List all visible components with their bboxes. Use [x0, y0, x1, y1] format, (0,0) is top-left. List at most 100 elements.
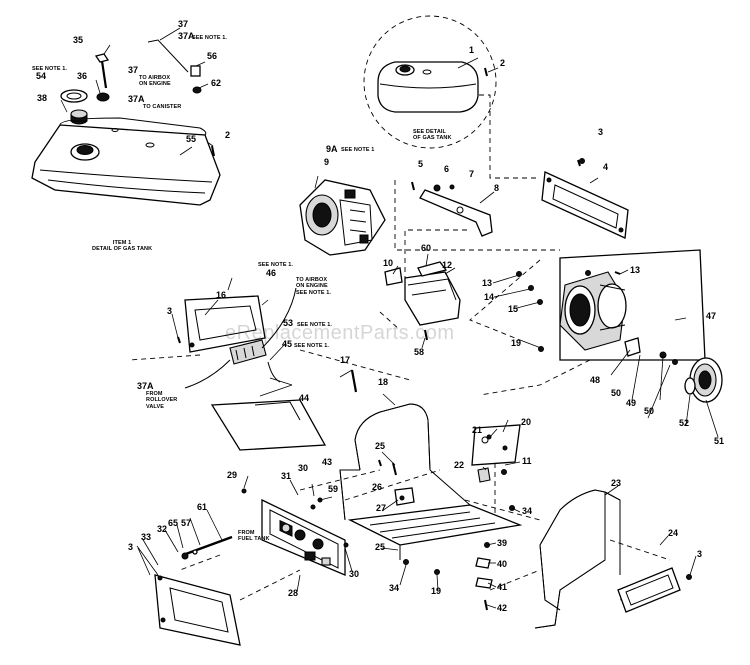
callout-6: 6 — [444, 164, 450, 174]
callout-35: 35 — [73, 35, 84, 45]
callout-34: 34 — [522, 506, 533, 516]
callout-24: 24 — [668, 528, 679, 538]
callout-36: 36 — [77, 71, 88, 81]
bracket-8 — [411, 181, 493, 237]
leader-lines — [60, 27, 719, 609]
callout-28: 28 — [288, 588, 299, 598]
callout-30: 30 — [298, 463, 309, 473]
callout-30: 30 — [349, 569, 360, 579]
callout-60: 60 — [421, 243, 432, 253]
callout-57: 57 — [181, 518, 192, 528]
callout-14: 14 — [484, 292, 495, 302]
callout-10: 10 — [383, 258, 394, 268]
callout-37: 37 — [128, 65, 139, 75]
callout-4: 4 — [603, 162, 609, 172]
callout-3: 3 — [598, 127, 604, 137]
callout-46: 46 — [266, 268, 277, 278]
callout-32: 32 — [157, 524, 168, 534]
callout-25: 25 — [375, 542, 386, 552]
callout-13: 13 — [482, 278, 493, 288]
note-to-airbox-on-engine: TO AIRBOX ON ENGINE — [139, 75, 171, 88]
callout-21: 21 — [472, 425, 483, 435]
bracket-4 — [541, 159, 629, 239]
callout-12: 12 — [442, 260, 453, 270]
frame-18 — [339, 369, 523, 560]
callout-45: 45 — [282, 339, 293, 349]
callout-27: 27 — [376, 503, 387, 513]
engine-9 — [299, 179, 386, 256]
small-fasteners — [403, 158, 591, 575]
callout-31: 31 — [281, 471, 292, 481]
callout-54: 54 — [36, 71, 47, 81]
callout-26: 26 — [372, 482, 383, 492]
callout-61: 61 — [197, 502, 208, 512]
bracket-24 — [617, 567, 692, 613]
handle-23 — [534, 489, 621, 629]
callout-9a: 9A — [326, 144, 338, 154]
callout-2: 2 — [225, 130, 231, 140]
callout-29: 29 — [227, 470, 238, 480]
note-see-note-9a: SEE NOTE 1 — [341, 147, 375, 153]
callout-37: 37 — [178, 19, 189, 29]
callout-23: 23 — [611, 478, 622, 488]
callout-37a: 37A — [128, 94, 145, 104]
callout-17: 17 — [340, 355, 351, 365]
callout-3: 3 — [167, 306, 173, 316]
callout-39: 39 — [497, 538, 508, 548]
callout-3: 3 — [128, 542, 134, 552]
note-to-airbox-right: TO AIRBOX ON ENGINE SEE NOTE 1. — [296, 277, 332, 296]
alternator-47 — [559, 249, 723, 403]
callout-51: 51 — [714, 436, 725, 446]
callout-1: 1 — [469, 45, 475, 55]
callout-3: 3 — [697, 549, 703, 559]
callout-2: 2 — [500, 58, 506, 68]
callout-25: 25 — [375, 441, 386, 451]
air-filter-12 — [384, 261, 461, 341]
note-see-note-45: SEE NOTE 1. — [294, 343, 330, 349]
note-see-note-54: SEE NOTE 1. — [32, 66, 68, 72]
base-plate-33 — [154, 574, 241, 646]
callout-15: 15 — [508, 304, 519, 314]
fuel-line-parts — [181, 535, 233, 560]
callout-18: 18 — [378, 377, 389, 387]
callout-19: 19 — [511, 338, 522, 348]
callout-38: 38 — [37, 93, 48, 103]
bracket-16 — [177, 287, 327, 451]
callout-9: 9 — [324, 157, 330, 167]
callout-65: 65 — [168, 518, 179, 528]
bracket-20 — [471, 424, 521, 483]
callout-8: 8 — [494, 183, 500, 193]
note-see-note-53: SEE NOTE 1. — [297, 322, 333, 328]
note-see-detail-of-gas-tank: SEE DETAIL OF GAS TANK — [413, 129, 452, 142]
callout-34: 34 — [389, 583, 400, 593]
callout-16: 16 — [216, 290, 227, 300]
control-panel-28 — [241, 488, 349, 576]
small-parts-39-42 — [475, 542, 493, 611]
callout-50: 50 — [611, 388, 622, 398]
callout-48: 48 — [590, 375, 601, 385]
callout-55: 55 — [186, 134, 197, 144]
callout-5: 5 — [418, 159, 424, 169]
note-to-canister: TO CANISTER — [143, 104, 182, 110]
gas-tank-detail-circle — [363, 15, 497, 149]
callout-42: 42 — [497, 603, 508, 613]
callout-62: 62 — [211, 78, 222, 88]
callout-20: 20 — [521, 417, 532, 427]
callout-41: 41 — [497, 582, 508, 592]
callout-44: 44 — [299, 393, 310, 403]
callout-37a: 37A — [178, 31, 195, 41]
callout-47: 47 — [706, 311, 717, 321]
callout-50: 50 — [644, 406, 655, 416]
callout-7: 7 — [469, 169, 475, 179]
callout-59: 59 — [328, 484, 339, 494]
note-from-rollover-valve: FROM ROLLOVER VALVE — [146, 391, 178, 410]
callout-37a: 37A — [137, 381, 154, 391]
note-item1-detail: ITEM 1 DETAIL OF GAS TANK — [92, 240, 153, 253]
callout-43: 43 — [322, 457, 333, 467]
callout-19: 19 — [431, 586, 442, 596]
callout-40: 40 — [497, 559, 508, 569]
callout-52: 52 — [679, 418, 690, 428]
callout-33: 33 — [141, 532, 152, 542]
callout-53: 53 — [283, 318, 294, 328]
